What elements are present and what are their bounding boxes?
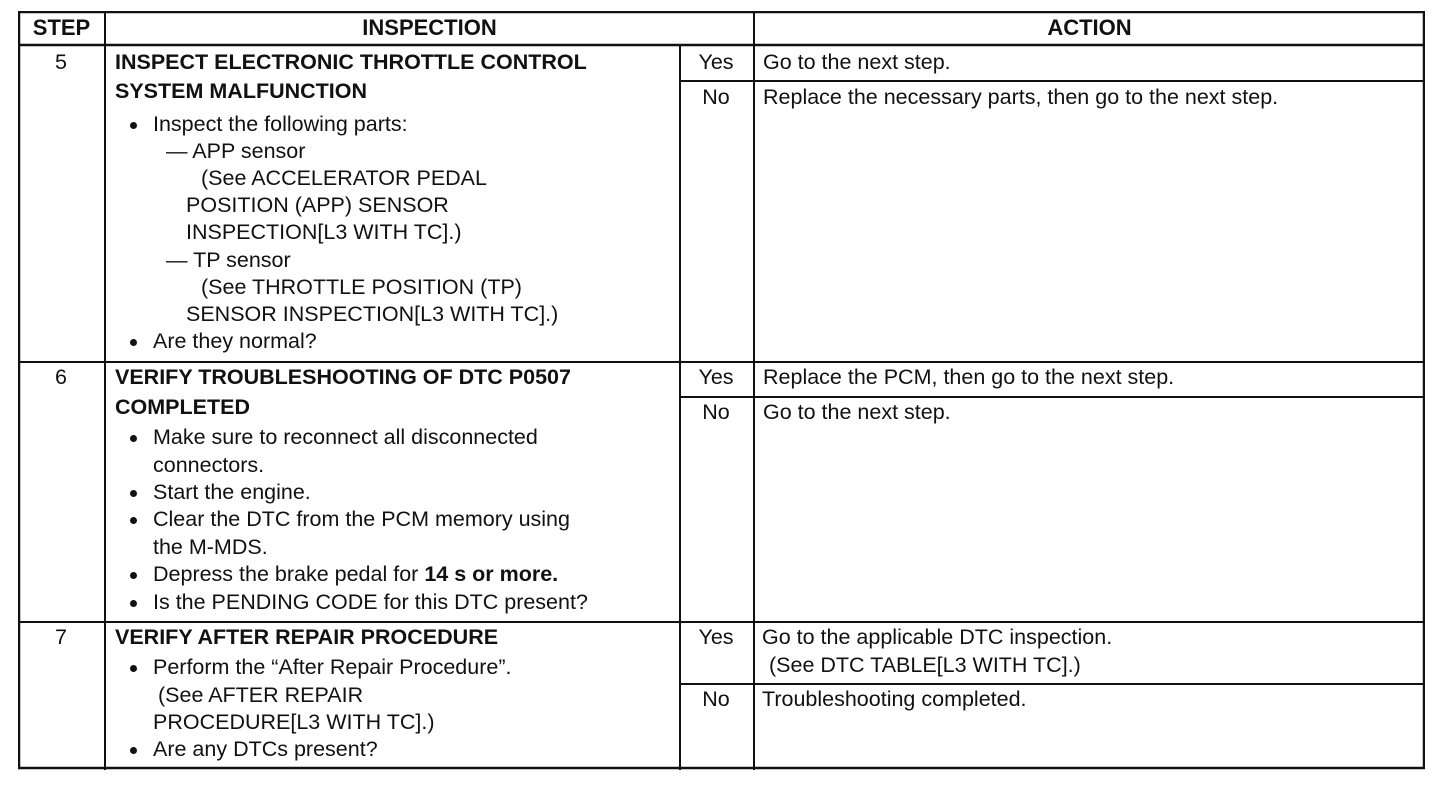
inspection-line: Start the engine. [153, 480, 311, 504]
inspection-line: POSITION (APP) SENSOR [186, 193, 449, 217]
step-number: 6 [55, 365, 67, 389]
table-grid [18, 11, 1425, 770]
inspection-line: (See ACCELERATOR PEDAL [201, 166, 487, 190]
inspection-line: Depress the brake pedal for 14 s or more… [153, 562, 559, 586]
inspection-line: Are any DTCs present? [153, 737, 378, 761]
inspection-line: Make sure to reconnect all disconnected [153, 425, 538, 449]
inspection-line: connectors. [153, 453, 265, 477]
header-action: ACTION [1047, 15, 1132, 40]
no-action: Troubleshooting completed. [762, 687, 1027, 711]
no-action: Replace the necessary parts, then go to … [763, 85, 1279, 109]
yes-action: Go to the next step. [763, 50, 951, 74]
bullet-icon [130, 747, 137, 754]
header-inspection: INSPECTION [362, 15, 497, 40]
inspection-line: INSPECTION[L3 WITH TC].) [186, 220, 462, 244]
bullet-icon [130, 517, 137, 524]
inspection-line: PROCEDURE[L3 WITH TC].) [153, 710, 435, 734]
inspection-line: (See THROTTLE POSITION (TP) [201, 275, 522, 299]
bullet-icon [130, 572, 137, 579]
bullet-icon [130, 122, 137, 129]
bullet-icon [130, 665, 137, 672]
yes-label: Yes [698, 625, 734, 649]
yes-label: Yes [698, 50, 734, 74]
inspection-line: (See AFTER REPAIR [158, 683, 364, 707]
no-label: No [702, 85, 730, 109]
inspection-line: the M-MDS. [153, 535, 268, 559]
step-number: 5 [55, 50, 67, 74]
inspection-line: Is the PENDING CODE for this DTC present… [153, 590, 588, 614]
bullet-icon [130, 600, 137, 607]
step-title: VERIFY AFTER REPAIR PROCEDURE [115, 625, 499, 649]
step-title: SYSTEM MALFUNCTION [115, 79, 368, 103]
troubleshooting-table: STEP INSPECTION ACTION 5 INSPECT ELECTRO… [18, 11, 1425, 770]
no-label: No [702, 400, 730, 424]
yes-action: Replace the PCM, then go to the next ste… [763, 365, 1175, 389]
yes-action: (See DTC TABLE[L3 WITH TC].) [769, 653, 1081, 677]
bullet-icon [130, 339, 137, 346]
step-number: 7 [55, 625, 67, 649]
inspection-line: Perform the “After Repair Procedure”. [153, 655, 512, 679]
no-action: Go to the next step. [763, 400, 951, 424]
bullet-icon [130, 435, 137, 442]
step-title: INSPECT ELECTRONIC THROTTLE CONTROL [115, 50, 587, 74]
step-title: COMPLETED [115, 395, 250, 419]
inspection-line: — APP sensor [166, 139, 306, 163]
inspection-line: Inspect the following parts: [153, 112, 408, 136]
yes-action: Go to the applicable DTC inspection. [762, 625, 1113, 649]
inspection-line: Clear the DTC from the PCM memory using [153, 507, 570, 531]
inspection-line: — TP sensor [166, 248, 291, 272]
inspection-line: Are they normal? [153, 329, 317, 353]
emphasis-text: 14 s or more. [424, 562, 559, 586]
header-step: STEP [32, 15, 91, 40]
yes-label: Yes [698, 365, 734, 389]
step-title: VERIFY TROUBLESHOOTING OF DTC P0507 [115, 365, 571, 389]
inspection-line: SENSOR INSPECTION[L3 WITH TC].) [186, 302, 559, 326]
bullet-icon [130, 490, 137, 497]
no-label: No [702, 687, 730, 711]
